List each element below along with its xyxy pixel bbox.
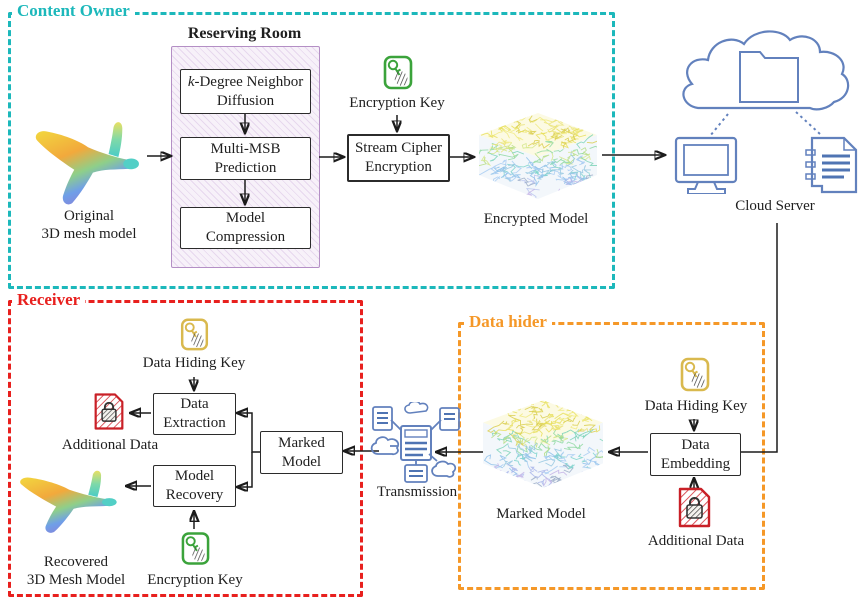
- receiver-encryption-key-icon: [181, 532, 210, 565]
- step-multi-msb-prediction: Multi-MSB Prediction: [180, 137, 311, 180]
- data-hider-title: Data hider: [464, 313, 552, 331]
- cloud-server-label: Cloud Server: [735, 198, 815, 214]
- folder-icon: [739, 51, 799, 103]
- step-model-compression: Model Compression: [180, 207, 311, 249]
- receiver-title: Receiver: [12, 291, 86, 309]
- original-3d-mesh-airplane: [35, 122, 139, 205]
- cloud-icon: [682, 30, 850, 111]
- marked-model-box: Marked Model: [260, 431, 343, 474]
- recovered-3d-mesh-airplane: [20, 470, 117, 533]
- marked-model-cube: [483, 400, 603, 488]
- stream-cipher-encryption-box: Stream Cipher Encryption: [347, 134, 450, 182]
- recovered-model-label: Recovered 3D Mesh Model: [26, 554, 126, 588]
- monitor-icon: [674, 136, 738, 194]
- encryption-key-icon: [383, 55, 413, 90]
- cloud-icon: [370, 436, 400, 456]
- content-owner-region: [8, 12, 615, 289]
- cloud-icon: [431, 460, 457, 478]
- network-node-doc: [372, 406, 393, 431]
- encryption-key-label: Encryption Key: [349, 95, 445, 111]
- encrypted-model-label: Encrypted Model: [483, 211, 589, 227]
- data-hiding-key-icon: [680, 357, 710, 392]
- transmission-label: Transmission: [376, 484, 458, 500]
- original-model-label: Original 3D mesh model: [41, 208, 137, 242]
- step-k-degree-neighbor-diffusion: k-Degree Neighbor Diffusion: [180, 69, 311, 114]
- receiver-region: [8, 300, 363, 597]
- receiver-data-hiding-key-icon: [180, 318, 209, 351]
- data-hider-region: [458, 322, 765, 590]
- data-hiding-key-label: Data Hiding Key: [644, 398, 748, 414]
- network-server: [400, 425, 432, 461]
- reserving-room-title: Reserving Room: [187, 25, 302, 42]
- encrypted-model-cube: [479, 113, 597, 199]
- additional-data-label: Additional Data: [647, 533, 745, 549]
- additional-data-icon: [678, 487, 711, 528]
- receiver-additional-data-label: Additional Data: [61, 437, 159, 453]
- cloud-server-icon: [674, 30, 858, 194]
- network-node-server: [404, 464, 428, 483]
- receiver-encryption-key-label: Encryption Key: [147, 572, 243, 588]
- content-owner-title: Content Owner: [12, 2, 135, 20]
- cloud-icon: [404, 402, 429, 414]
- data-extraction-box: Data Extraction: [153, 393, 236, 435]
- receiver-additional-data-icon: [94, 393, 124, 430]
- step-line1: k-Degree Neighbor: [187, 73, 304, 90]
- data-embedding-box: Data Embedding: [650, 433, 741, 476]
- receiver-data-hiding-key-label: Data Hiding Key: [142, 355, 246, 371]
- transmission-network-icon: [370, 402, 460, 483]
- step-line2: Diffusion: [216, 92, 275, 109]
- network-node-doc: [439, 407, 460, 431]
- document-icon: [805, 136, 858, 194]
- model-recovery-box: Model Recovery: [153, 465, 236, 507]
- marked-model-label: Marked Model: [496, 506, 586, 522]
